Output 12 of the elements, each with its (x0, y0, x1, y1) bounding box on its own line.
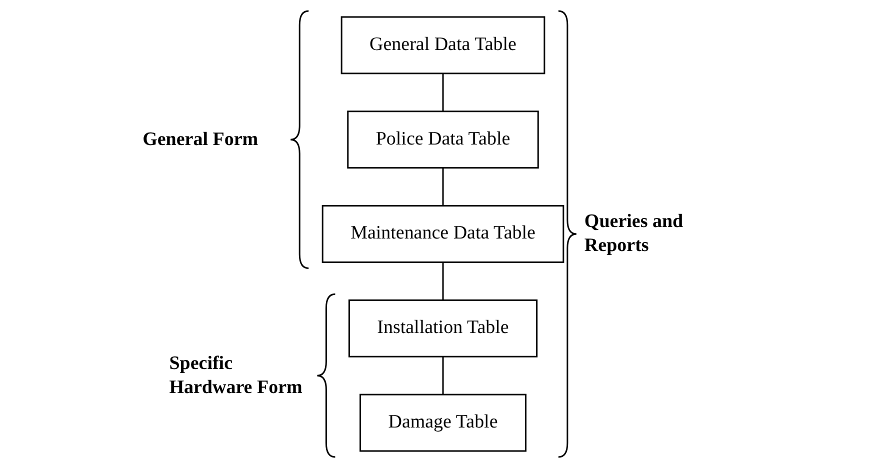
connector (442, 262, 444, 300)
connector (442, 356, 444, 395)
node-box: Installation Table (348, 299, 538, 358)
connector (442, 168, 444, 206)
bracket-label: Queries and Reports (584, 210, 684, 258)
node-box: Damage Table (360, 394, 526, 452)
bracket-label: Specific Hardware Form (169, 352, 304, 400)
node-box: Maintenance Data Table (322, 205, 564, 263)
connector (442, 73, 444, 112)
node-box: Police Data Table (347, 110, 539, 169)
bracket-label: General Form (142, 128, 260, 152)
node-box: General Data Table (340, 16, 546, 74)
